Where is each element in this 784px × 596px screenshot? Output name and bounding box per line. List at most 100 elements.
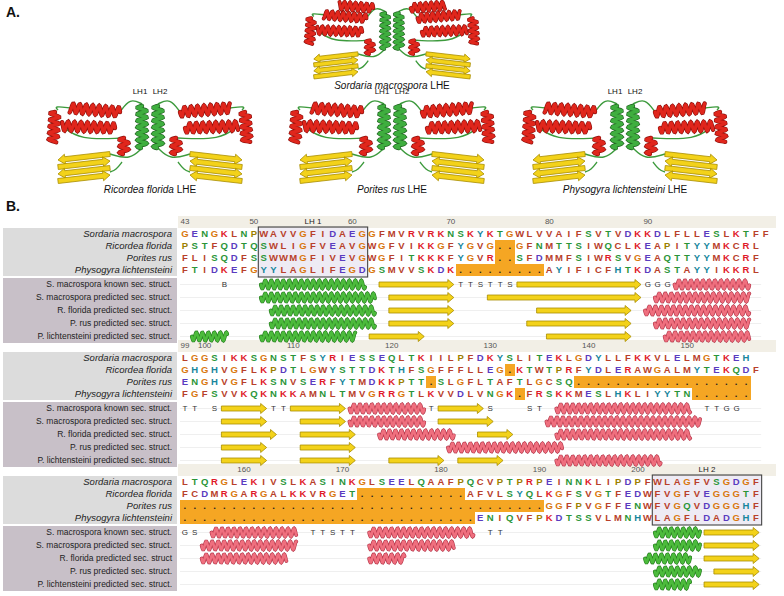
residue: F <box>377 228 387 240</box>
beta-strand <box>527 319 631 329</box>
residue: G <box>554 488 564 500</box>
residue: F <box>308 240 318 252</box>
helix-outline <box>180 104 230 117</box>
residue: Q <box>603 240 613 252</box>
residue: Y <box>475 228 485 240</box>
helix <box>317 26 362 35</box>
residue: Y <box>259 264 269 276</box>
residue: G <box>249 264 259 276</box>
structure-code-letter: S <box>190 526 200 539</box>
residue: D <box>593 364 603 376</box>
structure-code-letter: T <box>180 402 190 415</box>
structure-code-letter: G <box>643 278 653 291</box>
residue: R <box>219 488 229 500</box>
structure-code-letter: T <box>495 526 505 539</box>
residue: T <box>525 364 535 376</box>
residue: N <box>318 388 328 400</box>
ruler-number: 200 <box>631 465 644 474</box>
helix-outline <box>660 122 713 133</box>
residue: L <box>278 264 288 276</box>
helix-outline <box>369 529 473 537</box>
beta-strand <box>458 456 503 466</box>
protein-name: LHE <box>428 80 450 91</box>
lh-region-box <box>652 475 761 525</box>
residue: L <box>249 364 259 376</box>
residue: . <box>702 388 712 400</box>
residue: V <box>475 388 485 400</box>
helix-outline <box>172 138 181 154</box>
residue: L <box>249 376 259 388</box>
structure-row-name: P. lichtensteini predicted sec. struct. <box>3 578 177 591</box>
beta-strand <box>704 528 759 538</box>
residue: K <box>721 364 731 376</box>
residue: E <box>702 228 712 240</box>
residue: V <box>288 376 298 388</box>
residue: G <box>397 388 407 400</box>
structure-code-letter: G <box>732 402 742 415</box>
residue: P <box>554 364 564 376</box>
structure-row-name: S. macrospora known sec. struct. <box>3 278 177 291</box>
residue: M <box>574 388 584 400</box>
structure-row-name: R. florida predicted sec. struct. <box>3 428 177 441</box>
residue: R <box>623 364 633 376</box>
residue: . <box>633 376 643 388</box>
residue: H <box>741 512 751 524</box>
structure-code-letter: T <box>190 402 200 415</box>
residue: H <box>190 364 200 376</box>
helix-outline <box>185 122 238 133</box>
beta-strand <box>432 171 484 184</box>
residue: S <box>308 352 318 364</box>
residue: L <box>564 352 574 364</box>
residue: D <box>554 512 564 524</box>
residue: . <box>406 500 416 512</box>
residue: K <box>436 228 446 240</box>
residue: K <box>288 388 298 400</box>
residue: L <box>603 388 613 400</box>
residue: G <box>544 500 554 512</box>
residue: F <box>446 252 456 264</box>
residue: F <box>751 228 761 240</box>
lh-region-box <box>258 227 367 277</box>
residue: . <box>692 376 702 388</box>
helix <box>154 106 163 148</box>
residue: K <box>721 264 731 276</box>
helix-label: LH2 <box>628 87 643 96</box>
residue: V <box>485 476 495 488</box>
residue: . <box>210 500 220 512</box>
structure-code-letter: T <box>466 278 476 291</box>
residue: . <box>347 512 357 524</box>
residue: C <box>475 476 485 488</box>
residue: M <box>544 252 554 264</box>
residue: I <box>259 476 269 488</box>
residue: G <box>672 500 682 512</box>
residue: L <box>534 488 544 500</box>
helix <box>349 405 424 413</box>
residue: . <box>436 488 446 500</box>
helix <box>645 307 749 315</box>
residue: W <box>643 512 653 524</box>
residue: K <box>298 476 308 488</box>
protein-ribbon <box>291 101 493 184</box>
sequence-row: .....................................GGF… <box>180 500 761 512</box>
loop <box>585 162 597 172</box>
structure-code-letter: S <box>505 278 515 291</box>
residue: V <box>219 376 229 388</box>
residue: F <box>603 500 613 512</box>
residue: G <box>298 240 308 252</box>
residue: G <box>554 500 564 512</box>
residue: L <box>682 352 692 364</box>
residue: N <box>623 512 633 524</box>
residue: E <box>731 352 741 364</box>
ruler-number: 120 <box>385 341 398 350</box>
residue: L <box>653 512 663 524</box>
structure-name-panel: S. macrospora known sec. struct.S. macro… <box>3 526 177 591</box>
residue: G <box>367 388 377 400</box>
helix <box>261 294 375 302</box>
helix <box>271 307 375 315</box>
residue: . <box>347 500 357 512</box>
residue: G <box>377 240 387 252</box>
residue: G <box>259 488 269 500</box>
residue: V <box>406 264 416 276</box>
residue: . <box>495 500 505 512</box>
residue: D <box>623 476 633 488</box>
